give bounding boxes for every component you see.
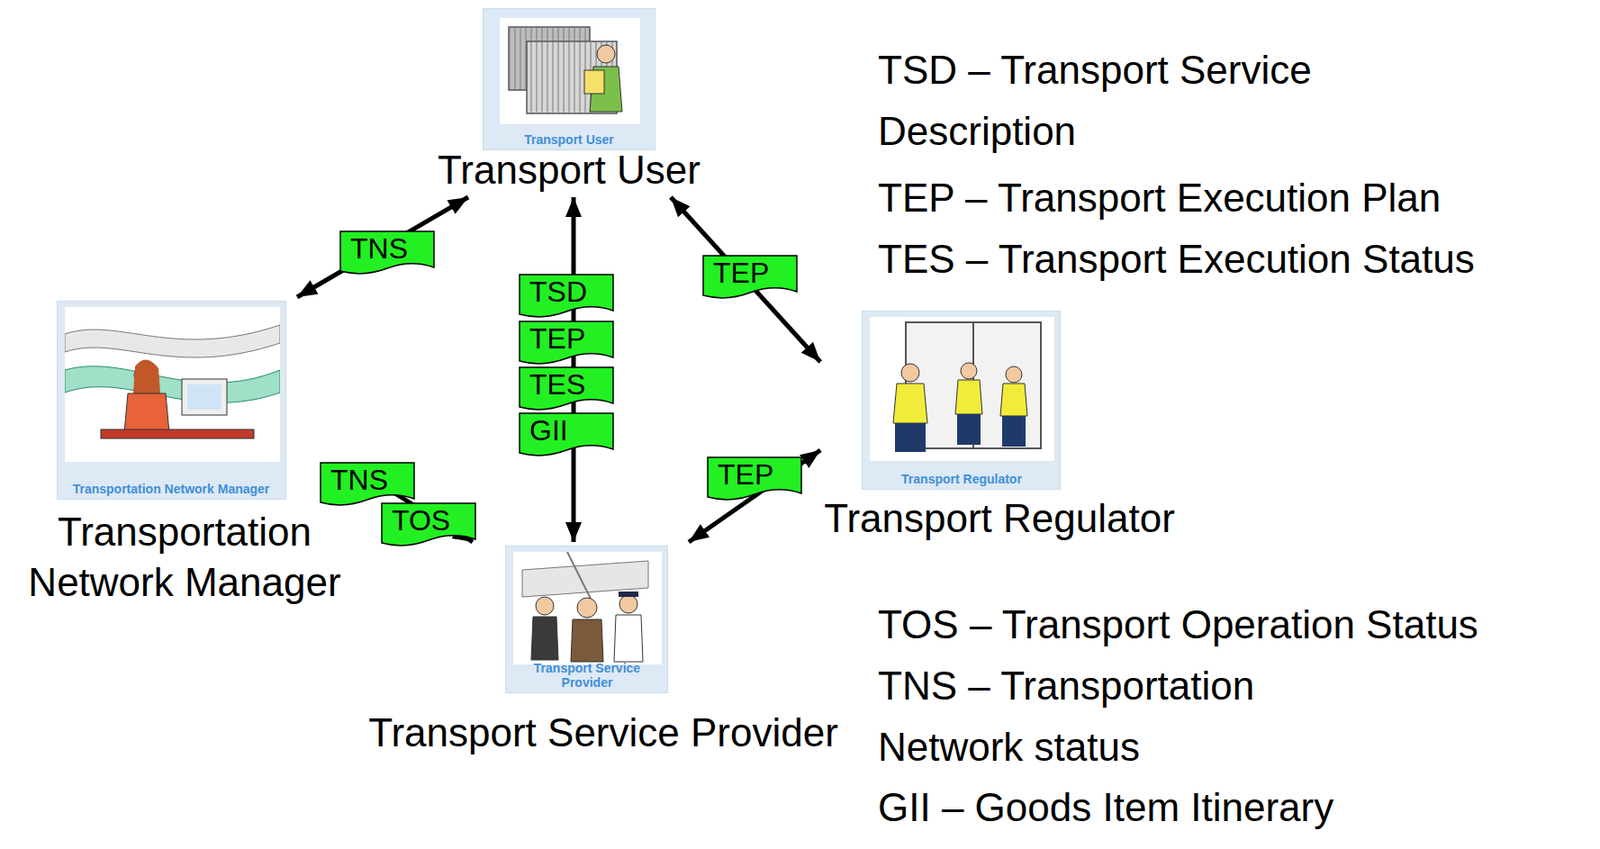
illustration-part [499,18,641,125]
status-flag: TNS [319,461,416,507]
flag-outline [320,462,415,506]
flag-text: TEP [518,320,615,357]
transport-regulator-illustration [869,316,1055,462]
actor-node: Transport UserTransport User [437,8,701,194]
actor-node: Transport RegulatorTransport Regulator [823,310,1176,543]
flag-text: TNS [319,461,416,498]
flag-text: TNS [339,230,435,267]
illustration-part [1002,415,1026,447]
illustration-part [100,429,254,439]
illustration-part [869,316,1055,462]
flag-text: TSD [518,273,615,310]
status-flag: TES [518,366,615,412]
status-flag: TSD [518,273,615,319]
flag-text: TEP [702,254,798,291]
actor-icon: Transport Service Provider [505,545,669,694]
definition-text: TNS – Transportation Network status [877,655,1383,778]
definition-text: TES – Transport Execution Status [877,228,1599,290]
flag-text: TOS [380,502,477,539]
illustration-part [513,551,662,665]
definition-text: TEP – Transport Execution Plan [877,167,1599,229]
illustration-part [535,596,554,615]
illustration-part [522,560,649,597]
illustration-part [1005,366,1022,383]
status-flag: TEP [518,320,615,366]
icon-caption: Transport User [485,132,653,147]
icon-caption: Transport Service Provider [507,660,666,690]
flag-text: TEP [706,456,803,493]
illustration-part [596,45,615,64]
illustration-part [124,393,170,434]
actor-node: Transportation Network ManagerTransporta… [18,300,352,608]
flag-outline [519,274,614,317]
illustration-part [133,359,161,394]
network-manager-illustration [64,307,281,462]
definition-text: TSD – Transport Service Description [877,39,1383,163]
definition-text: GII – Goods Item Itinerary [877,777,1599,839]
flag-outline [703,255,797,299]
status-flag: TEP [702,254,798,300]
service-provider-illustration [513,551,662,665]
illustration-part [577,597,597,618]
icon-caption: Transport Regulator [864,471,1058,487]
actor-icon: Transport User [482,8,656,151]
actor-icon: Transportation Network Manager [56,300,287,500]
flag-outline [340,231,434,274]
illustration-part [570,619,604,662]
flag-outline [519,367,614,410]
illustration-part [584,70,605,94]
illustration-part [181,379,227,416]
illustration-part [901,363,920,382]
transport-user-illustration [490,14,650,130]
actor-label: Transportation Network Manager [18,506,352,608]
status-flag: TOS [380,502,477,548]
actor-label: Transport User [437,146,701,194]
illustration-part [614,614,643,662]
illustration-part [567,551,595,606]
illustration-part [955,379,983,415]
actor-icon: Transport Regulator [861,310,1061,490]
definition-text: TOS – Transport Operation Status [877,594,1599,656]
illustration-part [894,423,926,452]
flag-outline [707,457,802,500]
illustration-part [64,325,281,358]
illustration-part [619,595,638,614]
status-flag: TNS [339,230,435,276]
illustration-part [618,591,639,597]
status-flag: TEP [706,456,803,502]
flag-text: GII [518,412,615,449]
illustration-part [1000,383,1028,416]
status-flag: GII [518,412,615,458]
actor-node: Transport Service ProviderTransport Serv… [368,545,839,757]
flag-outline [519,413,614,456]
illustration-part [64,366,281,403]
illustration-part [893,383,928,424]
illustration-part [187,384,222,410]
illustration-part [960,362,977,380]
illustration-part [531,616,559,660]
flag-outline [519,321,614,364]
connector-arrow [670,197,821,362]
flag-outline [381,503,476,546]
illustration-part [905,322,1041,449]
connector-arrow [297,197,469,298]
connector-arrow [688,450,821,543]
flag-text: TES [518,366,615,403]
actor-label: Transport Service Provider [368,709,839,757]
icon-caption: Transportation Network Manager [59,481,284,497]
illustration-part [64,307,281,462]
actor-label: Transport Regulator [823,495,1176,543]
illustration-part [957,414,981,445]
